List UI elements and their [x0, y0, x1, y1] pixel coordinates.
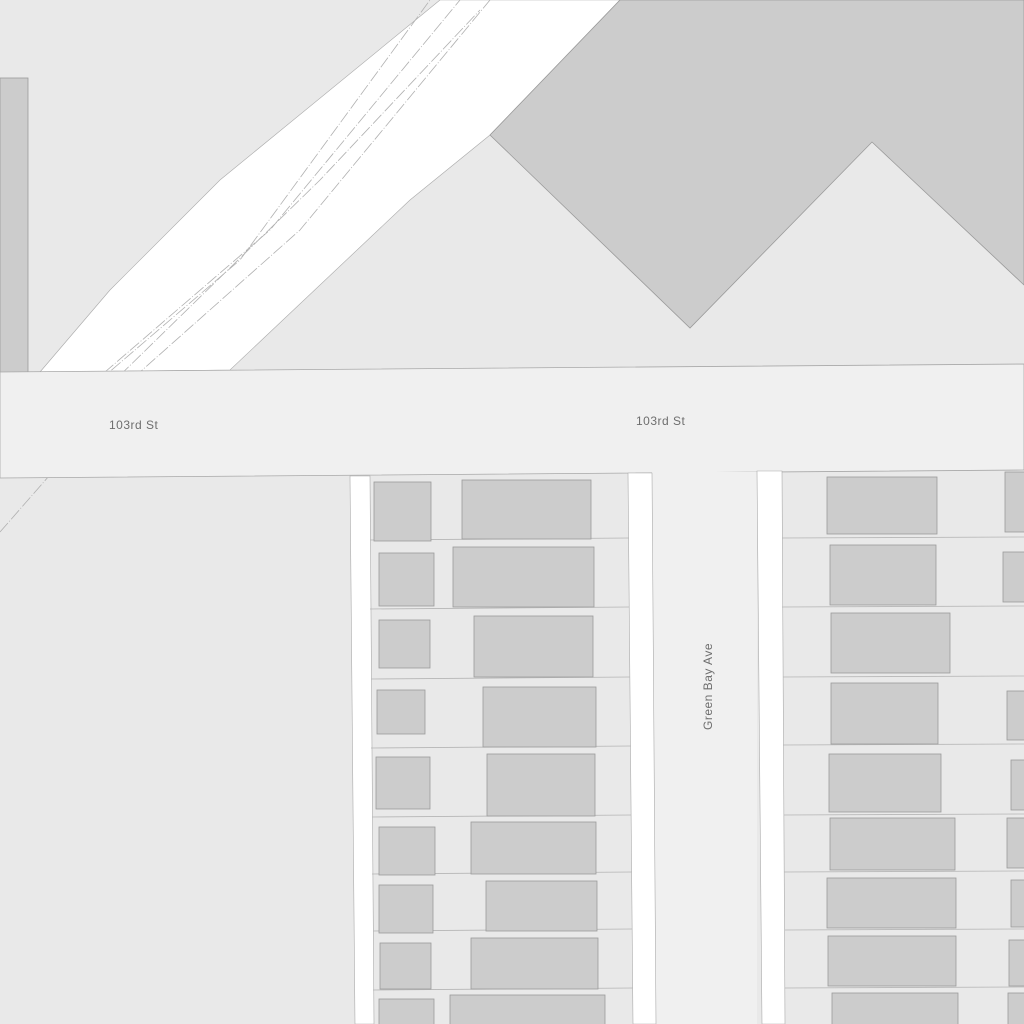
street-label-103rd-st-west: 103rd St [109, 418, 159, 432]
sidewalk [349, 475, 375, 1024]
sidewalk [756, 470, 786, 1024]
sidewalk [627, 472, 657, 1024]
building-left-edge [0, 77, 29, 388]
rail-corridor [39, 0, 621, 373]
buildings-east-block [826, 471, 1024, 1024]
street-label-103rd-st-east: 103rd St [636, 414, 686, 428]
road-green-bay-ave [652, 472, 757, 1024]
road-103rd-st [0, 363, 1024, 479]
street-label-green-bay-ave: Green Bay Ave [701, 643, 715, 730]
large-building [489, 0, 1024, 329]
buildings-west-block [373, 479, 606, 1024]
